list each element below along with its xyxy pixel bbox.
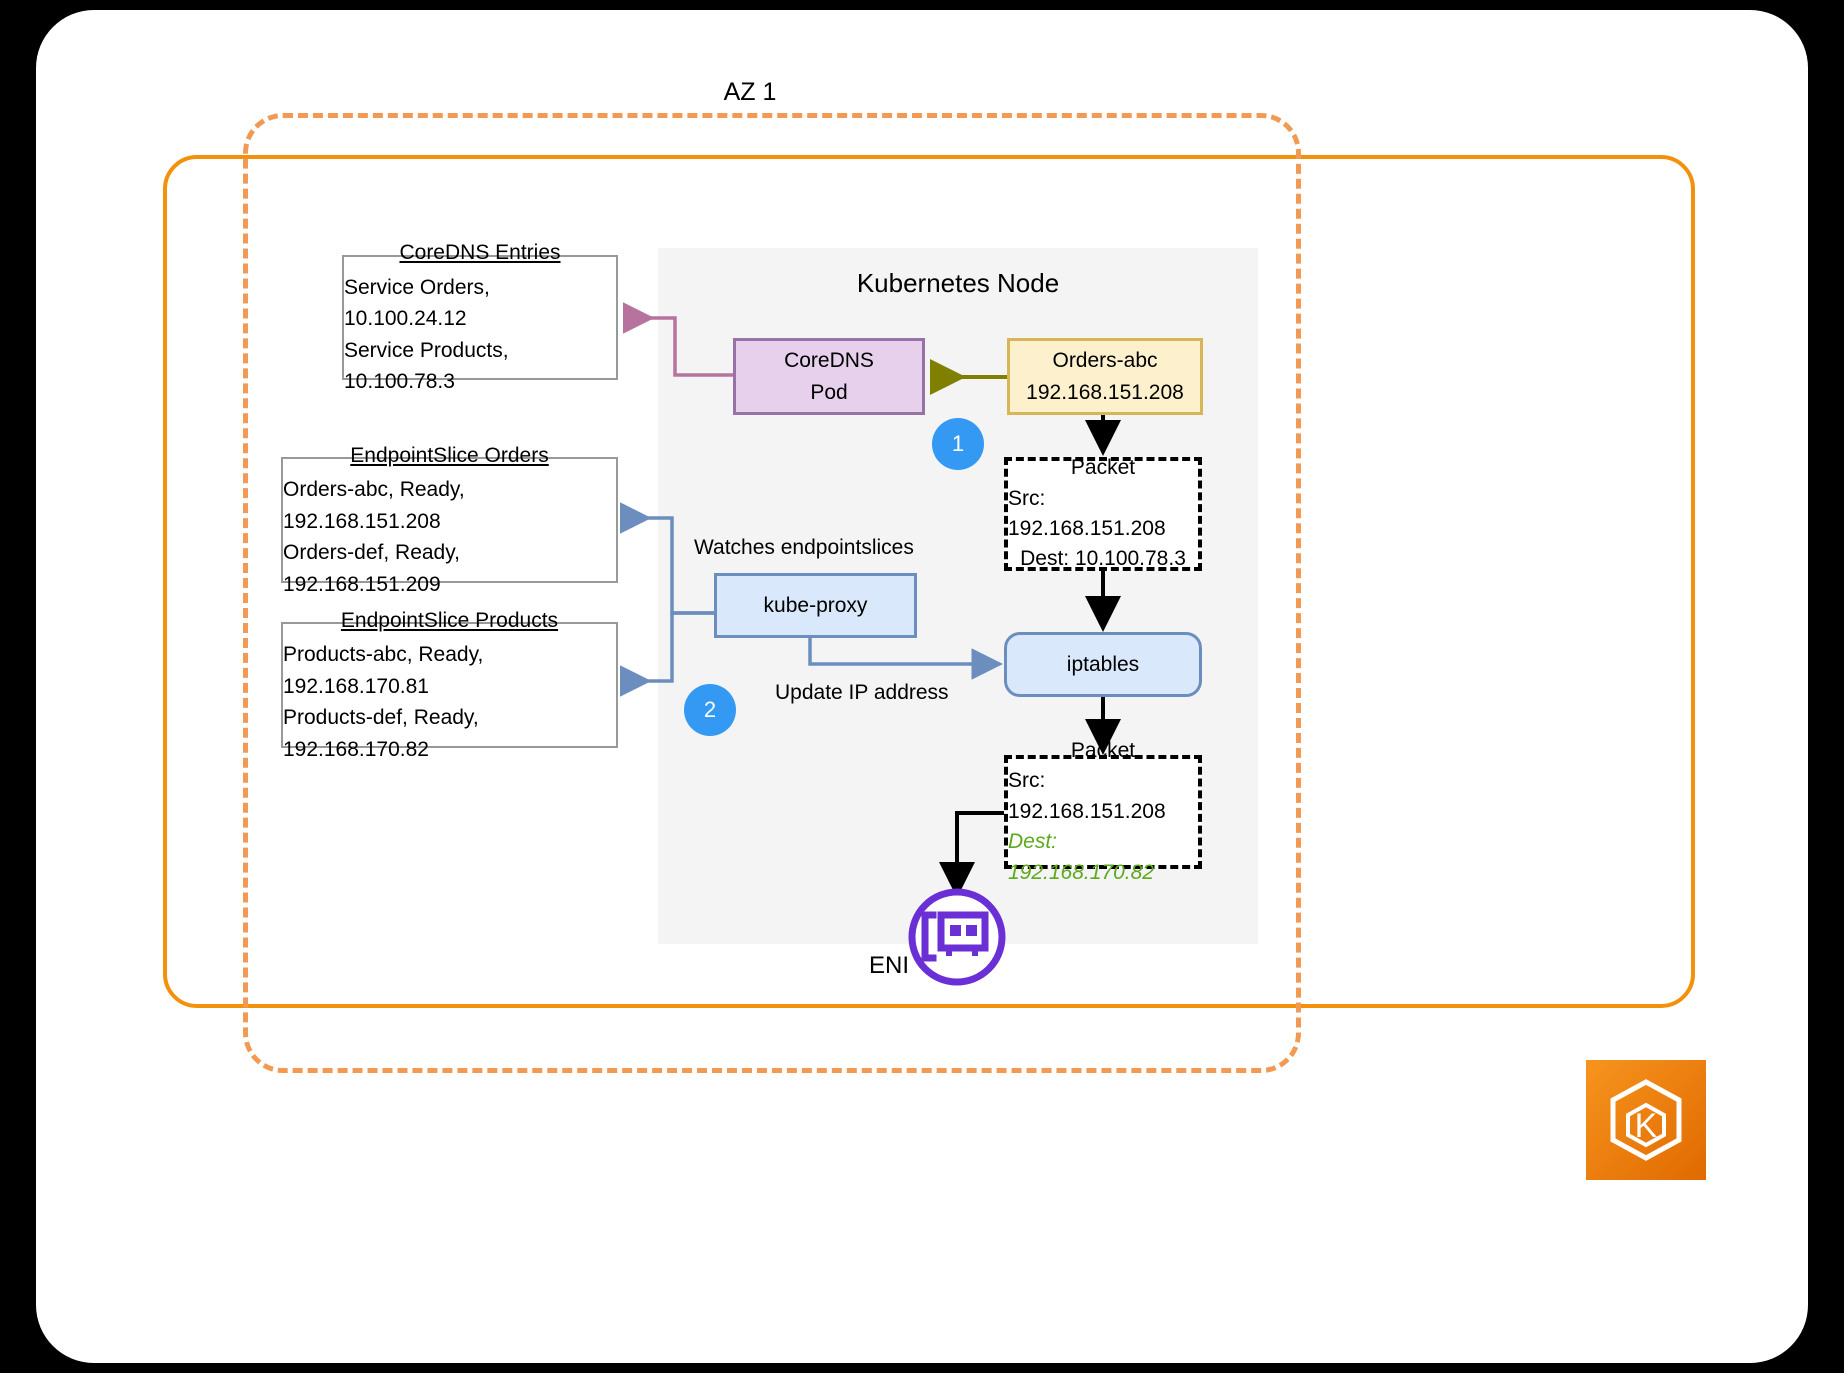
endpointslice-products-line-1: Products-abc, Ready, 192.168.170.81	[283, 643, 484, 698]
svg-text:K: K	[1635, 1107, 1658, 1145]
kube-proxy-box[interactable]: kube-proxy	[714, 573, 917, 638]
coredns-pod-box[interactable]: CoreDNS Pod	[733, 338, 925, 415]
packet-1-dest: Dest: 10.100.78.3	[1020, 547, 1186, 571]
coredns-entries-box: CoreDNS Entries Service Orders, 10.100.2…	[342, 241, 618, 393]
kubernetes-node-title: Kubernetes Node	[856, 268, 1060, 298]
packet-1-title: Packet	[1070, 456, 1136, 480]
az-title: AZ 1	[723, 78, 777, 106]
step-badge-1-label: 1	[951, 431, 965, 456]
coredns-entries-title: CoreDNS Entries	[399, 241, 561, 265]
orders-abc-ip: 192.168.151.208	[1026, 380, 1184, 404]
watches-endpointslices-label: Watches endpointslices	[694, 536, 914, 559]
eks-logo-icon: K	[1586, 1060, 1706, 1180]
iptables-box[interactable]: iptables	[1004, 632, 1202, 697]
orders-abc-pod-box[interactable]: Orders-abc 192.168.151.208	[1007, 338, 1203, 415]
coredns-pod-line-1: CoreDNS	[784, 349, 874, 372]
eni-label: ENI	[869, 952, 910, 979]
coredns-pod-line-2: Pod	[810, 380, 848, 404]
vpc-boundary	[163, 155, 1695, 1008]
step-badge-1: 1	[932, 418, 984, 470]
packet-box-before-nat: Packet Src: 192.168.151.208 Dest: 10.100…	[1004, 456, 1202, 571]
step-badge-2-label: 2	[703, 697, 717, 722]
orders-abc-name: Orders-abc	[1052, 349, 1158, 372]
endpointslice-orders-box: EndpointSlice Orders Orders-abc, Ready, …	[281, 444, 618, 596]
step-badge-2: 2	[684, 684, 736, 736]
availability-zone-boundary	[243, 113, 1301, 1073]
endpointslice-products-title: EndpointSlice Products	[340, 608, 559, 632]
endpointslice-products-box: EndpointSlice Products Products-abc, Rea…	[281, 609, 618, 761]
packet-2-src: Src: 192.168.151.208	[1008, 769, 1166, 823]
update-ip-address-label: Update IP address	[775, 681, 949, 704]
kube-proxy-label: kube-proxy	[763, 593, 868, 617]
coredns-entries-line-1: Service Orders, 10.100.24.12	[344, 275, 490, 331]
iptables-label: iptables	[1066, 652, 1140, 676]
endpointslice-orders-title: EndpointSlice Orders	[350, 443, 549, 467]
endpointslice-orders-line-2: Orders-def, Ready, 192.168.151.209	[283, 541, 461, 596]
packet-1-src: Src: 192.168.151.208	[1008, 486, 1166, 540]
packet-2-title: Packet	[1070, 738, 1136, 762]
packet-box-after-nat: Packet Src: 192.168.151.208 Dest: 192.16…	[1004, 739, 1202, 884]
packet-2-dest: Dest: 192.168.170.82	[1008, 830, 1154, 884]
endpointslice-orders-line-1: Orders-abc, Ready, 192.168.151.208	[283, 478, 465, 533]
coredns-entries-line-2: Service Products, 10.100.78.3	[344, 338, 509, 394]
endpointslice-products-line-2: Products-def, Ready, 192.168.170.82	[283, 706, 479, 761]
